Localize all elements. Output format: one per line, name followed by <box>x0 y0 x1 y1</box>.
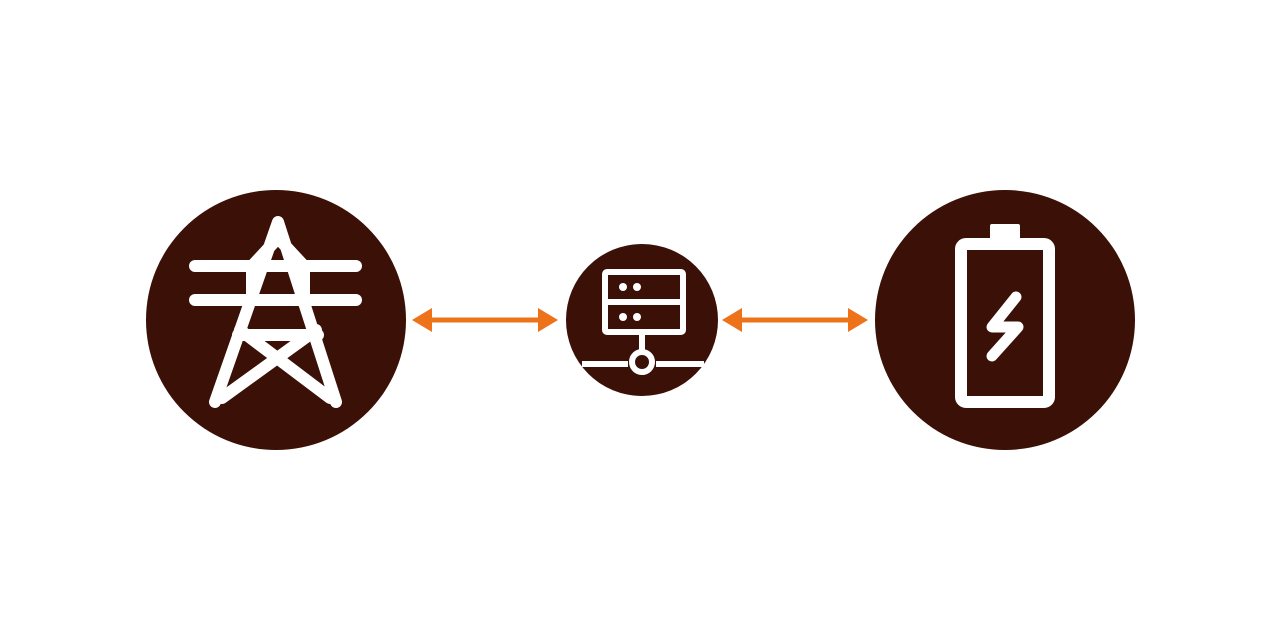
server-node <box>566 244 718 396</box>
power-tower-icon <box>189 216 362 408</box>
grid-node-circle <box>146 190 406 450</box>
battery-node <box>875 190 1135 450</box>
battery-node-circle <box>875 190 1135 450</box>
network-server-icon <box>582 269 704 375</box>
server-battery-connector <box>722 308 868 332</box>
charging-battery-icon <box>955 224 1055 408</box>
grid-node <box>146 190 406 450</box>
grid-server-connector <box>412 308 558 332</box>
